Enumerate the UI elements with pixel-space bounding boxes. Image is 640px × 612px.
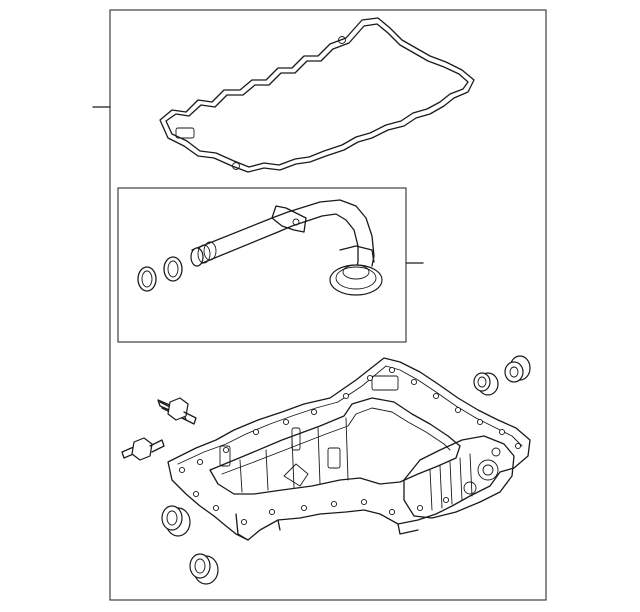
o-ring-icon[interactable]: [137, 266, 157, 292]
o-ring-icon[interactable]: [163, 256, 183, 282]
plug-icon[interactable]: [504, 355, 531, 383]
gasket-icon[interactable]: [159, 17, 475, 173]
stud-icon[interactable]: [157, 397, 197, 425]
oil-pan-icon[interactable]: [167, 357, 531, 541]
pickup-tube-icon[interactable]: [190, 199, 383, 296]
plug-icon[interactable]: [189, 553, 219, 585]
stud-icon[interactable]: [121, 437, 165, 461]
plug-icon[interactable]: [161, 505, 191, 537]
plug-icon[interactable]: [473, 372, 499, 396]
